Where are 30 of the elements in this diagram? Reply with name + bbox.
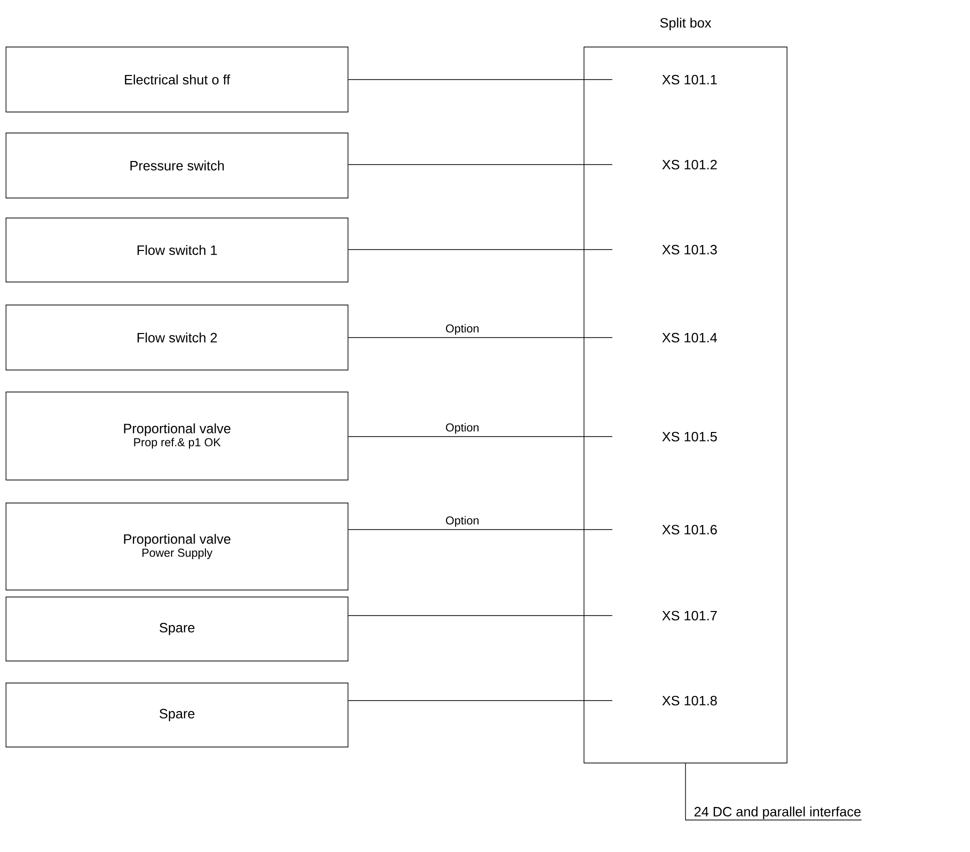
device-box: Electrical shut o ff xyxy=(6,46,348,112)
connecting-line xyxy=(348,337,613,338)
connector-label: XS 101.6 xyxy=(662,524,717,534)
connecting-line xyxy=(348,249,613,250)
interface-label: 24 DC and parallel interface xyxy=(694,806,861,820)
connector-label: XS 101.8 xyxy=(662,696,717,706)
device-box: Proportional valve Power Supply xyxy=(6,502,348,590)
node-label: Split box xyxy=(660,18,712,30)
connecting-line xyxy=(348,164,613,165)
connector-label: XS 101.3 xyxy=(662,244,717,254)
device-box: Pressure switch xyxy=(6,132,348,198)
device-box: Spare xyxy=(6,596,348,662)
device-box: Flow switch 2 xyxy=(6,304,348,370)
connecting-line xyxy=(348,436,613,437)
connecting-line xyxy=(685,763,862,820)
device-box: Flow switch 1 xyxy=(6,218,348,282)
connecting-line xyxy=(348,529,613,530)
connecting-line xyxy=(348,615,613,616)
connector-label: XS 101.5 xyxy=(662,432,717,442)
connector-label: XS 101.1 xyxy=(662,74,717,84)
edge-label: Option xyxy=(444,322,481,336)
connecting-line xyxy=(348,79,613,80)
connector-label: XS 101.7 xyxy=(662,610,717,620)
edge-label: Option xyxy=(444,422,481,436)
device-box: Proportional valve Prop ref.& p1 OK xyxy=(6,392,348,480)
device-box: Spare xyxy=(6,682,348,748)
connecting-line xyxy=(348,700,613,701)
edge-label: Option xyxy=(444,514,481,528)
connector-label: XS 101.4 xyxy=(662,332,718,342)
connector-label: XS 101.2 xyxy=(662,160,717,170)
